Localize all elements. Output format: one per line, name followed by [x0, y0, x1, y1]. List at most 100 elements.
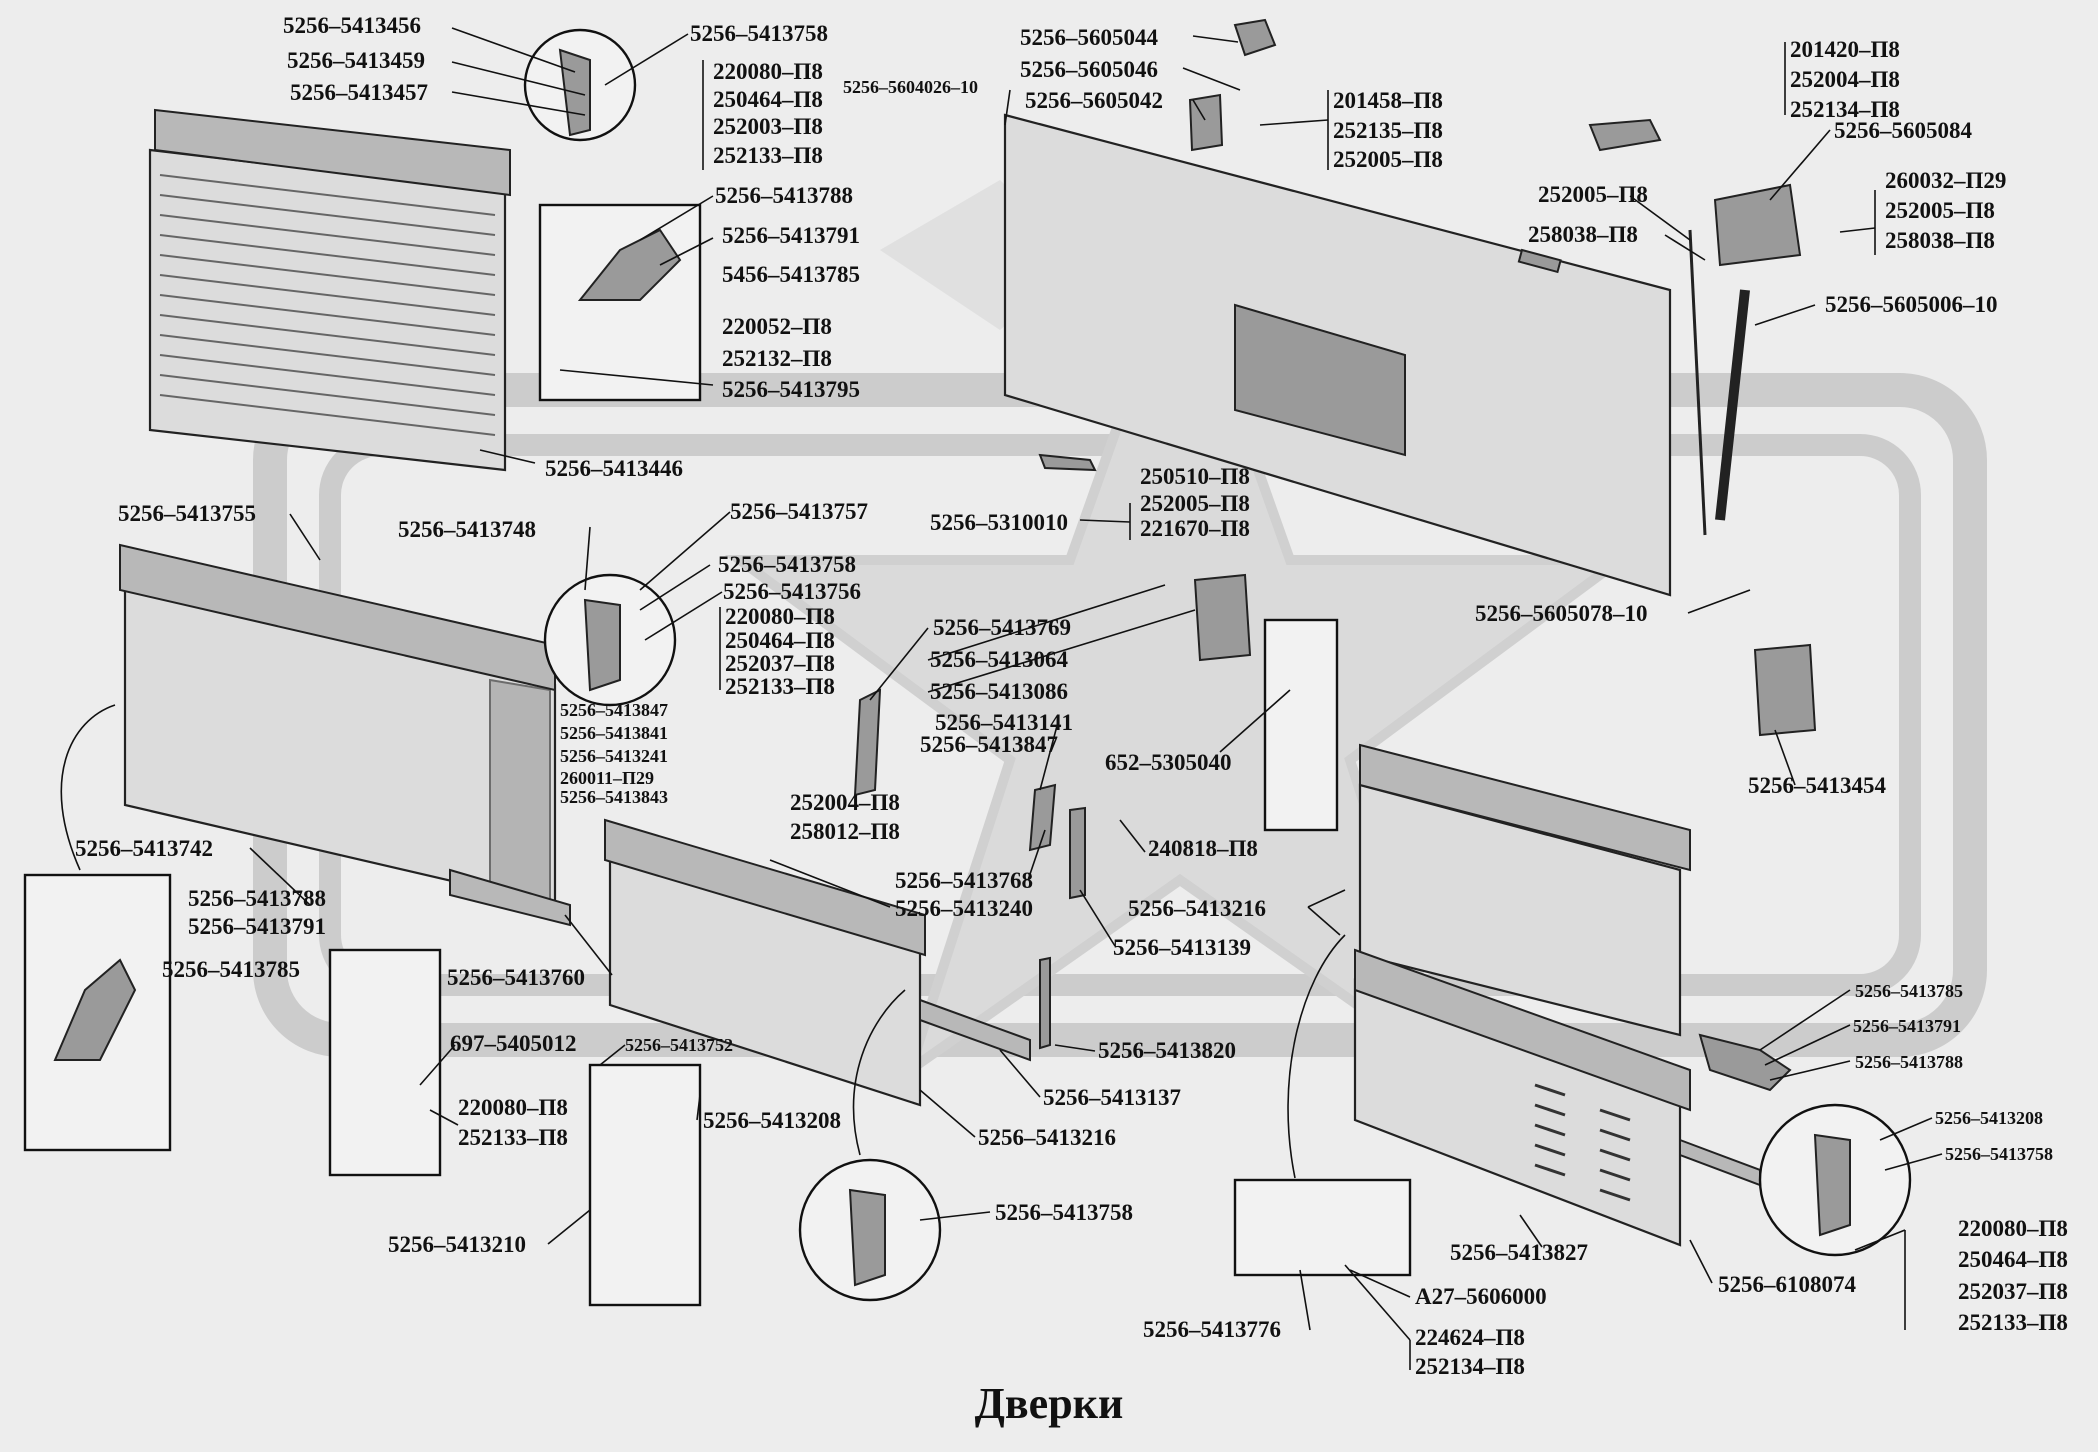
hinge-plate [1233, 18, 1277, 57]
part-label: 252005–П8 [1333, 147, 1443, 172]
part-label: 5256–5413791 [722, 223, 860, 248]
left-latch-chain [53, 958, 137, 1061]
part-label: 5256–5413758 [690, 21, 828, 46]
part-label: 652–5305040 [1105, 750, 1232, 775]
strut-rod [1688, 229, 1707, 536]
part-label: 5256–5413785 [1855, 981, 1963, 1001]
part-label: 5256–5413216 [978, 1125, 1116, 1150]
part-label: 252037–П8 [1958, 1279, 2068, 1304]
part-label: 5256–5604026–10 [843, 77, 978, 97]
right-upper-door [1358, 743, 1691, 1037]
right-upper-door-rail [1359, 743, 1691, 872]
part-label: 5256–5413791 [188, 914, 326, 939]
part-label: 5256–5413742 [75, 836, 213, 861]
part-label: 252134–П8 [1415, 1354, 1525, 1379]
part-label: 5256–5413843 [560, 787, 668, 807]
part-label: 5256–5605042 [1025, 88, 1163, 113]
part-label: 5256–5413240 [895, 896, 1033, 921]
part-label: 5256–5413457 [290, 80, 428, 105]
part-label: 252133–П8 [725, 674, 835, 699]
center-door-link-arc [852, 989, 906, 1156]
part-label: 258038–П8 [1885, 228, 1995, 253]
part-label: 201420–П8 [1790, 37, 1900, 62]
right-lock-plate [1753, 643, 1817, 737]
part-label: 260032–П29 [1885, 168, 2006, 193]
part-label: 5256–5413757 [730, 499, 868, 524]
part-label: 5256–5605084 [1834, 118, 1973, 143]
part-label: 5256–5413748 [398, 517, 536, 542]
part-label: 5256–5413208 [703, 1108, 841, 1133]
right-upper-door-body [1358, 783, 1682, 1037]
lock-plate [1193, 573, 1252, 662]
part-label: 240818–П8 [1148, 836, 1258, 861]
part-label: 5256–5605044 [1020, 25, 1159, 50]
part-label: 5256–5413758 [718, 552, 856, 577]
right-latch-chain [1698, 1033, 1792, 1092]
center-lower-door [604, 818, 1031, 1107]
diagram-caption: Дверки [974, 1379, 1124, 1428]
lock-bracket [1028, 783, 1057, 852]
right-lower-door [1353, 948, 1761, 1247]
part-label: 224624–П8 [1415, 1325, 1525, 1350]
part-label: 5456–5413785 [722, 262, 860, 287]
part-label: 252005–П8 [1538, 182, 1648, 207]
part-label: 5256–5413788 [188, 886, 326, 911]
part-label: А27–5606000 [1415, 1284, 1547, 1309]
part-label: 5256–5605046 [1020, 57, 1158, 82]
part-label: 252004–П8 [1790, 67, 1900, 92]
part-label: 5256–5310010 [930, 510, 1068, 535]
part-label: 5256–5605078–10 [1475, 601, 1648, 626]
part-label: 252134–П8 [1790, 97, 1900, 122]
rear-door-panel [1003, 113, 1672, 597]
right-lower-door-rail [1354, 948, 1691, 1112]
part-label: 220052–П8 [722, 314, 832, 339]
part-label: 260011–П29 [560, 768, 654, 788]
part-label: 5256–5413241 [560, 746, 668, 766]
part-label: 252132–П8 [722, 346, 832, 371]
part-label: 5256–5605006–10 [1825, 292, 1998, 317]
left-door-seal [489, 678, 551, 907]
part-label: 201458–П8 [1333, 88, 1443, 113]
hinge-section-detail [328, 948, 442, 1177]
part-label: 5256–5413756 [723, 579, 861, 604]
part-label: 5256–5413137 [1043, 1085, 1181, 1110]
part-label: 258012–П8 [790, 819, 900, 844]
handle-section-detail [588, 1063, 702, 1307]
part-label: 5256–5413788 [1855, 1052, 1963, 1072]
part-label: 5256–5413827 [1450, 1240, 1588, 1265]
part-label: 5256–5413064 [930, 647, 1069, 672]
door-handle [1038, 453, 1097, 472]
part-label: 252133–П8 [713, 143, 823, 168]
left-door-seal-profile [583, 598, 621, 692]
part-label: 220080–П8 [1958, 1216, 2068, 1241]
part-label: 5256–5413758 [995, 1200, 1133, 1225]
part-label: 5256–5413141 [935, 710, 1073, 735]
part-label: 5256–5413795 [722, 377, 860, 402]
part-label: 250510–П8 [1140, 464, 1250, 489]
part-label: 250464–П8 [1958, 1247, 2068, 1272]
part-label: 5256–5413769 [933, 615, 1071, 640]
part-label: 221670–П8 [1140, 516, 1250, 541]
left-latch-link-arc [60, 704, 116, 871]
part-label: 252004–П8 [790, 790, 900, 815]
part-label: 5256–5413752 [625, 1035, 733, 1055]
right-door-link-arc [1287, 934, 1346, 1179]
part-label: 250464–П8 [713, 87, 823, 112]
part-label: 697–5405012 [450, 1031, 577, 1056]
part-label: 5256–5413791 [1853, 1016, 1961, 1036]
part-label: 5256–5413820 [1098, 1038, 1236, 1063]
part-label: 5256–5413208 [1935, 1108, 2043, 1128]
strut-bracket [1713, 183, 1802, 267]
part-label: 250464–П8 [725, 628, 835, 653]
part-label: 5256–5413758 [1945, 1144, 2053, 1164]
part-label: 5256–5413086 [930, 679, 1068, 704]
right-lower-door-strip [1679, 1138, 1761, 1187]
grille-latch-chain [577, 228, 682, 301]
part-label: 5256–5413216 [1128, 896, 1266, 921]
part-label: 5256–5413755 [118, 501, 256, 526]
gas-strut [1715, 289, 1750, 521]
part-label: 252133–П8 [458, 1125, 568, 1150]
part-label: 5256–5413841 [560, 723, 668, 743]
striker-bar [853, 688, 882, 797]
